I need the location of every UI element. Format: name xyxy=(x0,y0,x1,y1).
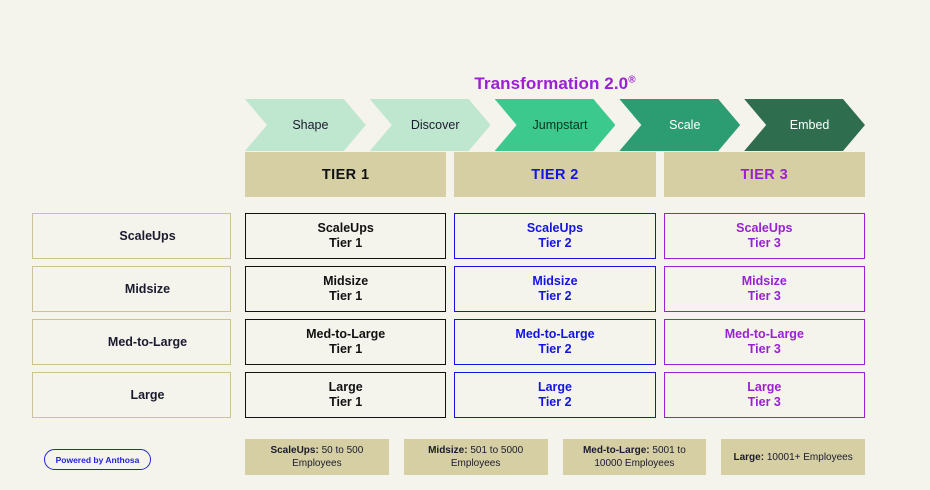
legend-item-scaleups: ScaleUps: 50 to 500 Employees xyxy=(245,439,389,475)
registered-mark: ® xyxy=(628,74,636,86)
legend-item-range: 5001 to 10000 Employees xyxy=(594,445,686,469)
tier-header-3[interactable]: TIER 3 xyxy=(663,152,865,197)
tier-header-1[interactable]: TIER 1 xyxy=(245,152,447,197)
legend-item-large: Large: 10001+ Employees xyxy=(721,439,865,475)
cell-segment-label: ScaleUps xyxy=(317,220,374,235)
phase-label: Discover xyxy=(410,118,460,132)
cell-segment-label: Large xyxy=(537,379,573,394)
cell-tier-label: Tier 3 xyxy=(747,395,781,409)
cell-tier-label: Tier 2 xyxy=(538,395,572,409)
legend-item-name: Midsize: xyxy=(428,445,468,456)
legend-item-range: 501 to 5000 Employees xyxy=(450,445,524,469)
phase-label: Jumpstart xyxy=(532,118,588,132)
legend-item-name: ScaleUps: xyxy=(270,445,319,456)
row-label-text: Large xyxy=(130,388,165,402)
powered-by-label: Powered by Anthosa xyxy=(55,454,140,465)
legend-item-range: 50 to 500 Employees xyxy=(292,445,364,469)
row-label-med-to-large[interactable]: Med-to-Large xyxy=(32,319,231,365)
page-title-text: Transformation 2.0 xyxy=(474,74,629,93)
row-label-large[interactable]: Large xyxy=(32,372,231,418)
cell-tier-label: Tier 1 xyxy=(329,289,363,303)
cell-segment-label: Midsize xyxy=(323,273,369,288)
tier-header-row: TIER 1 TIER 2 TIER 3 xyxy=(245,152,865,197)
phase-label: Scale xyxy=(669,118,701,132)
phase-arrow-jumpstart[interactable]: Jumpstart xyxy=(495,99,616,151)
cell-tier-label: Tier 2 xyxy=(538,289,572,303)
cell-tier-label: Tier 1 xyxy=(329,395,363,409)
cell-segment-label: Midsize xyxy=(532,273,578,288)
powered-by-badge[interactable]: Powered by Anthosa xyxy=(44,449,151,470)
tier-header-label: TIER 2 xyxy=(531,166,579,183)
tier-header-label: TIER 3 xyxy=(740,166,789,183)
phase-label: Embed xyxy=(789,118,830,132)
row-label-scaleups[interactable]: ScaleUps xyxy=(32,213,231,259)
cell-tier-label: Tier 3 xyxy=(747,342,781,356)
cell-segment-label: Med-to-Large xyxy=(515,326,595,341)
cell-segment-label: Large xyxy=(328,379,363,394)
cell-tier-label: Tier 2 xyxy=(538,342,572,356)
legend-item-med-to-large: Med-to-Large: 5001 to 10000 Employees xyxy=(562,439,707,475)
legend-item-name: Med-to-Large: xyxy=(582,445,650,456)
row-label-text: Med-to-Large xyxy=(107,335,188,349)
phase-arrow-scale[interactable]: Scale xyxy=(619,99,740,151)
cell-tier-label: Tier 1 xyxy=(329,342,363,356)
legend-item-range: 10001+ Employees xyxy=(764,451,853,463)
cell-segment-label: Med-to-Large xyxy=(306,326,386,341)
phase-banner: Shape Discover Jumpstart Scale Embed xyxy=(245,99,865,151)
phase-label: Shape xyxy=(292,118,329,132)
phase-arrow-shape[interactable]: Shape xyxy=(245,99,366,151)
phase-arrow-embed[interactable]: Embed xyxy=(744,99,865,151)
cell-segment-label: ScaleUps xyxy=(526,220,584,235)
row-label-text: ScaleUps xyxy=(119,229,176,243)
cell-tier-label: Tier 2 xyxy=(538,236,572,250)
row-label-midsize[interactable]: Midsize xyxy=(32,266,231,312)
tier-header-label: TIER 1 xyxy=(321,166,370,183)
page-title: Transformation 2.0® xyxy=(248,74,862,94)
tier-header-2[interactable]: TIER 2 xyxy=(454,152,656,197)
cell-segment-label: Large xyxy=(747,379,782,394)
cell-segment-label: Med-to-Large xyxy=(724,326,804,341)
row-label-text: Midsize xyxy=(124,282,171,296)
cell-tier-label: Tier 1 xyxy=(329,236,363,250)
legend-row: ScaleUps: 50 to 500 Employees Midsize: 50… xyxy=(245,439,865,475)
legend-item-name: Large: xyxy=(733,451,765,463)
legend-item-midsize: Midsize: 501 to 5000 Employees xyxy=(403,439,548,475)
cell-segment-label: Midsize xyxy=(741,273,787,288)
cell-segment-label: ScaleUps xyxy=(736,220,793,235)
phase-arrow-discover[interactable]: Discover xyxy=(370,99,491,151)
cell-tier-label: Tier 3 xyxy=(747,289,781,303)
cell-tier-label: Tier 3 xyxy=(747,236,781,250)
